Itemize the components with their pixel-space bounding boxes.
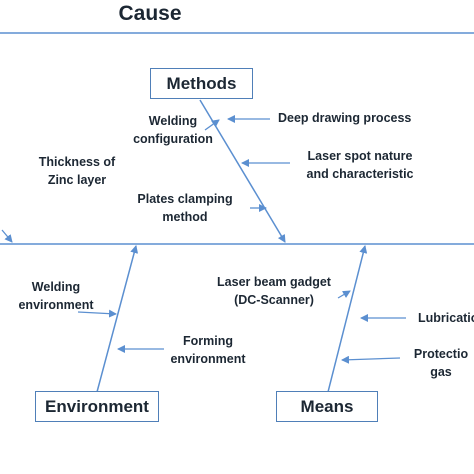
environment-bone bbox=[96, 245, 139, 393]
laser-spot-line-2: and characteristic bbox=[306, 167, 414, 181]
protection-gas-label: Protectio gas bbox=[408, 345, 474, 381]
thickness-zinc-label: Thickness of Zinc layer bbox=[22, 153, 132, 189]
plates-clamping-label: Plates clamping method bbox=[128, 190, 242, 226]
environment-label: Environment bbox=[45, 396, 149, 416]
forming-environment-line-2: environment bbox=[170, 352, 246, 366]
forming-environment-label: Forming environment bbox=[160, 332, 256, 368]
diagram-title: Cause bbox=[118, 2, 182, 25]
laser-beam-gadget-arrow bbox=[337, 290, 351, 299]
thickness-zinc-line-1: Thickness of bbox=[38, 155, 116, 169]
protection-gas-arrow bbox=[341, 355, 401, 364]
plates-clamping-line-2: method bbox=[162, 210, 208, 224]
means-label: Means bbox=[300, 396, 354, 416]
welding-configuration-line-2: configuration bbox=[133, 132, 213, 146]
laser-spot-line-1: Laser spot nature bbox=[307, 149, 413, 163]
methods-label: Methods bbox=[166, 73, 237, 93]
means-bone bbox=[327, 245, 368, 393]
plates-clamping-line-1: Plates clamping bbox=[137, 192, 233, 206]
methods-box: Methods bbox=[150, 68, 253, 99]
laser-spot-label: Laser spot nature and characteristic bbox=[296, 147, 424, 183]
welding-configuration-label: Welding configuration bbox=[118, 112, 228, 148]
welding-configuration-arrow bbox=[204, 119, 220, 131]
welding-environment-label: Welding environment bbox=[6, 278, 106, 314]
protection-gas-line-2: gas bbox=[430, 365, 452, 379]
means-box: Means bbox=[276, 391, 378, 422]
forming-environment-line-1: Forming bbox=[183, 334, 233, 348]
laser-beam-gadget-line-1: Laser beam gadget bbox=[217, 275, 331, 289]
lubrication-label: Lubricatio bbox=[418, 309, 474, 327]
welding-environment-line-2: environment bbox=[18, 298, 94, 312]
welding-configuration-line-1: Welding bbox=[148, 114, 198, 128]
environment-box: Environment bbox=[35, 391, 159, 422]
laser-beam-gadget-line-2: (DC-Scanner) bbox=[234, 293, 314, 307]
deep-drawing-text: Deep drawing process bbox=[278, 111, 412, 125]
thickness-zinc-line-2: Zinc layer bbox=[47, 173, 107, 187]
lubrication-text: Lubricatio bbox=[418, 311, 474, 325]
deep-drawing-label: Deep drawing process bbox=[278, 109, 411, 127]
welding-environment-line-1: Welding bbox=[31, 280, 81, 294]
welding-environment-arrow bbox=[77, 309, 117, 318]
laser-beam-gadget-label: Laser beam gadget (DC-Scanner) bbox=[200, 273, 348, 309]
protection-gas-line-1: Protectio bbox=[413, 347, 469, 361]
left-partial-arrow bbox=[1, 229, 13, 243]
